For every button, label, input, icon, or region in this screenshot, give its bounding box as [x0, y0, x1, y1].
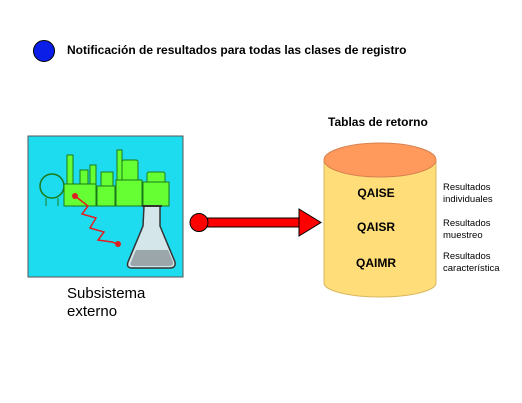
- external-subsystem-line2: externo: [67, 303, 118, 320]
- bullet-marker: [33, 40, 55, 62]
- cylinder-top: [323, 142, 437, 178]
- table-desc-line: Resultados: [443, 182, 491, 193]
- flask-icon: [126, 205, 176, 269]
- table-desc-line: característica: [443, 263, 500, 274]
- table-desc-line: Resultados: [443, 218, 491, 229]
- arrow-origin-dot: [189, 213, 209, 232]
- table-desc-line: Resultados: [443, 251, 491, 262]
- table-name-qaise: QAISE: [357, 186, 395, 200]
- external-subsystem-icon: [27, 135, 184, 278]
- table-desc-qaimr: Resultados característica: [443, 251, 522, 275]
- table-desc-qaise: Resultados individuales: [443, 182, 522, 206]
- signal-start-dot: [72, 193, 78, 199]
- return-tables-cylinder: [323, 142, 437, 298]
- factory-icon: [39, 149, 170, 207]
- flow-arrow: [189, 208, 322, 237]
- signal-zigzag: [74, 195, 119, 245]
- table-desc-line: individuales: [443, 194, 493, 205]
- external-subsystem-label: Subsistema externo: [67, 285, 207, 321]
- signal-end-dot: [115, 241, 121, 247]
- return-tables-title: Tablas de retorno: [328, 115, 428, 129]
- table-desc-qaisr: Resultados muestreo: [443, 218, 522, 242]
- table-desc-line: muestreo: [443, 230, 483, 241]
- table-name-qaimr: QAIMR: [356, 256, 396, 270]
- header-title: Notificación de resultados para todas la…: [67, 43, 407, 57]
- table-name-qaisr: QAISR: [356, 220, 395, 234]
- external-subsystem-line1: Subsistema: [67, 285, 146, 302]
